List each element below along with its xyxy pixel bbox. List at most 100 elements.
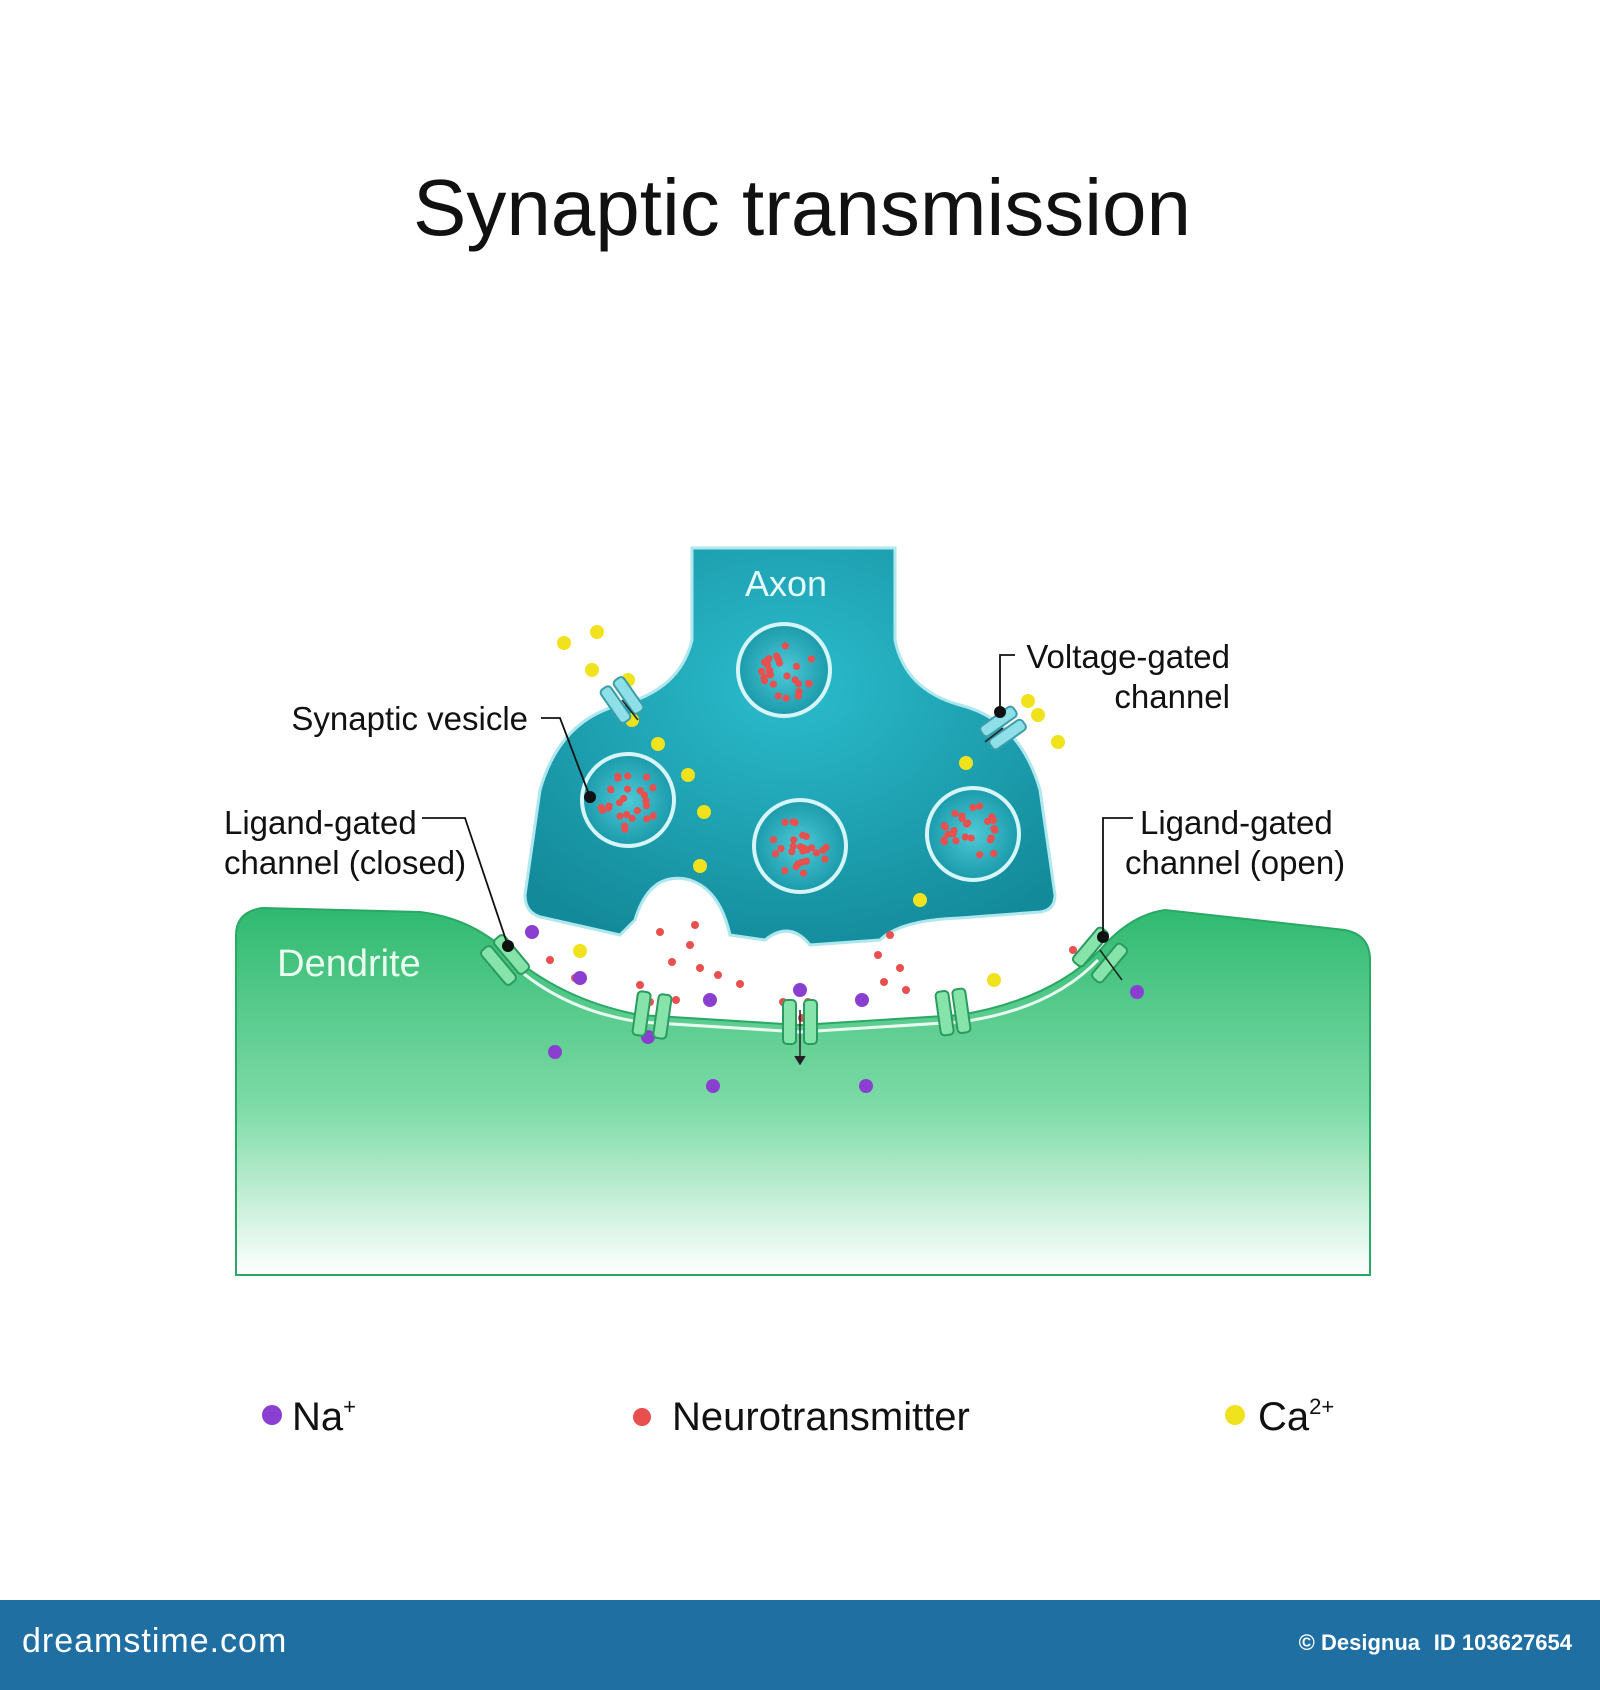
neurotransmitter-dot [789, 842, 797, 850]
sodium-legend-icon [262, 1405, 282, 1425]
neurotransmitter-dot [794, 680, 803, 688]
calcium-ion [697, 805, 711, 819]
neurotransmitter-dot [983, 817, 992, 825]
neurotransmitter-dot [642, 773, 651, 781]
neurotransmitter-dot [958, 815, 966, 823]
neurotransmitter-dot [649, 812, 657, 820]
neurotransmitter-dot [976, 802, 984, 810]
voltage-gated-channel-left [599, 676, 645, 724]
neurotransmitter-dot [952, 837, 960, 845]
neurotransmitter-dot [636, 787, 644, 795]
neurotransmitter-dot [805, 680, 813, 688]
sodium-ion [855, 993, 869, 1007]
neurotransmitter-dot [940, 836, 948, 844]
calcium-ion [681, 768, 695, 782]
neurotransmitter-dot [796, 843, 805, 851]
synaptic-vesicle-label: Synaptic vesicle [291, 700, 528, 737]
neurotransmitter-dot [807, 655, 816, 663]
neurotransmitter-dot [623, 785, 632, 793]
neurotransmitter-dot [1069, 946, 1077, 954]
ion-flow-arrows [621, 699, 1123, 1066]
neurotransmitter-dot [620, 794, 628, 803]
synaptic-vesicle [580, 752, 676, 848]
neurotransmitter-dot [886, 931, 894, 939]
brand-logo-text[interactable]: dreamstime.com [22, 1622, 288, 1660]
ligand-open-label-line2: channel (open) [1125, 844, 1345, 881]
calcium-legend-label: Ca2+ [1258, 1394, 1334, 1439]
neurotransmitter-legend-label: Neurotransmitter [672, 1395, 970, 1439]
neurotransmitter-dot [949, 830, 957, 838]
calcium-ion [573, 944, 587, 958]
neurotransmitter-dot [792, 662, 801, 671]
neurotransmitter-dot [633, 807, 641, 815]
calcium-ion [557, 636, 571, 650]
voltage-gated-label-line1: Voltage-gated [1026, 638, 1230, 675]
stock-id: ID 103627654 [1433, 1630, 1572, 1655]
neurotransmitter-dot [760, 677, 769, 685]
neurotransmitter-dot [763, 661, 772, 669]
neurotransmitter-dot [614, 772, 622, 780]
neurotransmitter-dot [799, 831, 807, 839]
leader-lines [422, 654, 1133, 947]
ligand-closed-label-line1: Ligand-gated [224, 804, 417, 841]
leader-dots [502, 706, 1109, 952]
neurotransmitter-dot [777, 845, 785, 853]
neurotransmitter-dot [769, 680, 778, 688]
neurotransmitter-dot [714, 971, 722, 979]
neurotransmitter-dot [969, 803, 977, 812]
neurotransmitter-dot [769, 836, 777, 844]
neurotransmitter-dot [736, 980, 744, 988]
sodium-ion [548, 1045, 562, 1059]
neurotransmitter-dot [987, 834, 995, 842]
ligand-gated-channel [631, 990, 673, 1040]
neurotransmitter-dot [636, 981, 644, 989]
neurotransmitter-dot [696, 964, 704, 972]
sodium-ion [573, 971, 587, 985]
credit-text: © Designua [1298, 1630, 1420, 1655]
synaptic-vesicles [580, 622, 1021, 894]
voltage-gated-label-line2: channel [1114, 678, 1230, 715]
neurotransmitter-dot [795, 688, 803, 696]
dendrite-label: Dendrite [277, 943, 421, 985]
neurotransmitter-dot [990, 849, 998, 858]
calcium-ion [913, 893, 927, 907]
sodium-legend-label: Na+ [292, 1394, 356, 1439]
synaptic-vesicle [736, 622, 832, 718]
calcium-ion [1031, 708, 1045, 722]
ligand-gated-channel [934, 987, 972, 1037]
sodium-ion [859, 1079, 873, 1093]
neurotransmitter-dot [794, 860, 802, 868]
neurotransmitter-cluster [597, 642, 999, 877]
neurotransmitter-dot [781, 642, 789, 650]
neurotransmitter-dot [988, 813, 996, 821]
neurotransmitter-dot [672, 996, 680, 1004]
calcium-ion [590, 625, 604, 639]
neurotransmitter-dot [896, 964, 904, 972]
neurotransmitter-dot [803, 846, 811, 854]
neurotransmitter-legend-icon [633, 1408, 651, 1426]
neurotransmitter-dot [656, 928, 664, 936]
neurotransmitter-dot [791, 818, 799, 827]
calcium-ion [1051, 735, 1065, 749]
neurotransmitter-dot [642, 797, 650, 805]
calcium-ion [585, 663, 599, 677]
neurotransmitter-dot [766, 669, 774, 677]
neurotransmitter-dot [940, 822, 948, 830]
diagram-title: Synaptic transmission [413, 163, 1191, 252]
neurotransmitter-dot [963, 819, 972, 827]
neurotransmitter-dot [976, 851, 984, 859]
neurotransmitter-dot [765, 654, 773, 663]
neurotransmitter-dot [874, 951, 882, 959]
sodium-ion [703, 993, 717, 1007]
axon-label: Axon [745, 563, 827, 604]
neurotransmitter-dot [621, 825, 629, 833]
sodium-ion [793, 983, 807, 997]
neurotransmitter-dot [967, 834, 975, 842]
calcium-legend-icon [1225, 1405, 1245, 1425]
neurotransmitter-dot [640, 791, 649, 799]
ligand-closed-label-line2: channel (closed) [224, 844, 466, 881]
neurotransmitter-dot [788, 848, 796, 856]
neurotransmitter-dot [990, 824, 998, 833]
neurotransmitter-dot [812, 849, 821, 857]
